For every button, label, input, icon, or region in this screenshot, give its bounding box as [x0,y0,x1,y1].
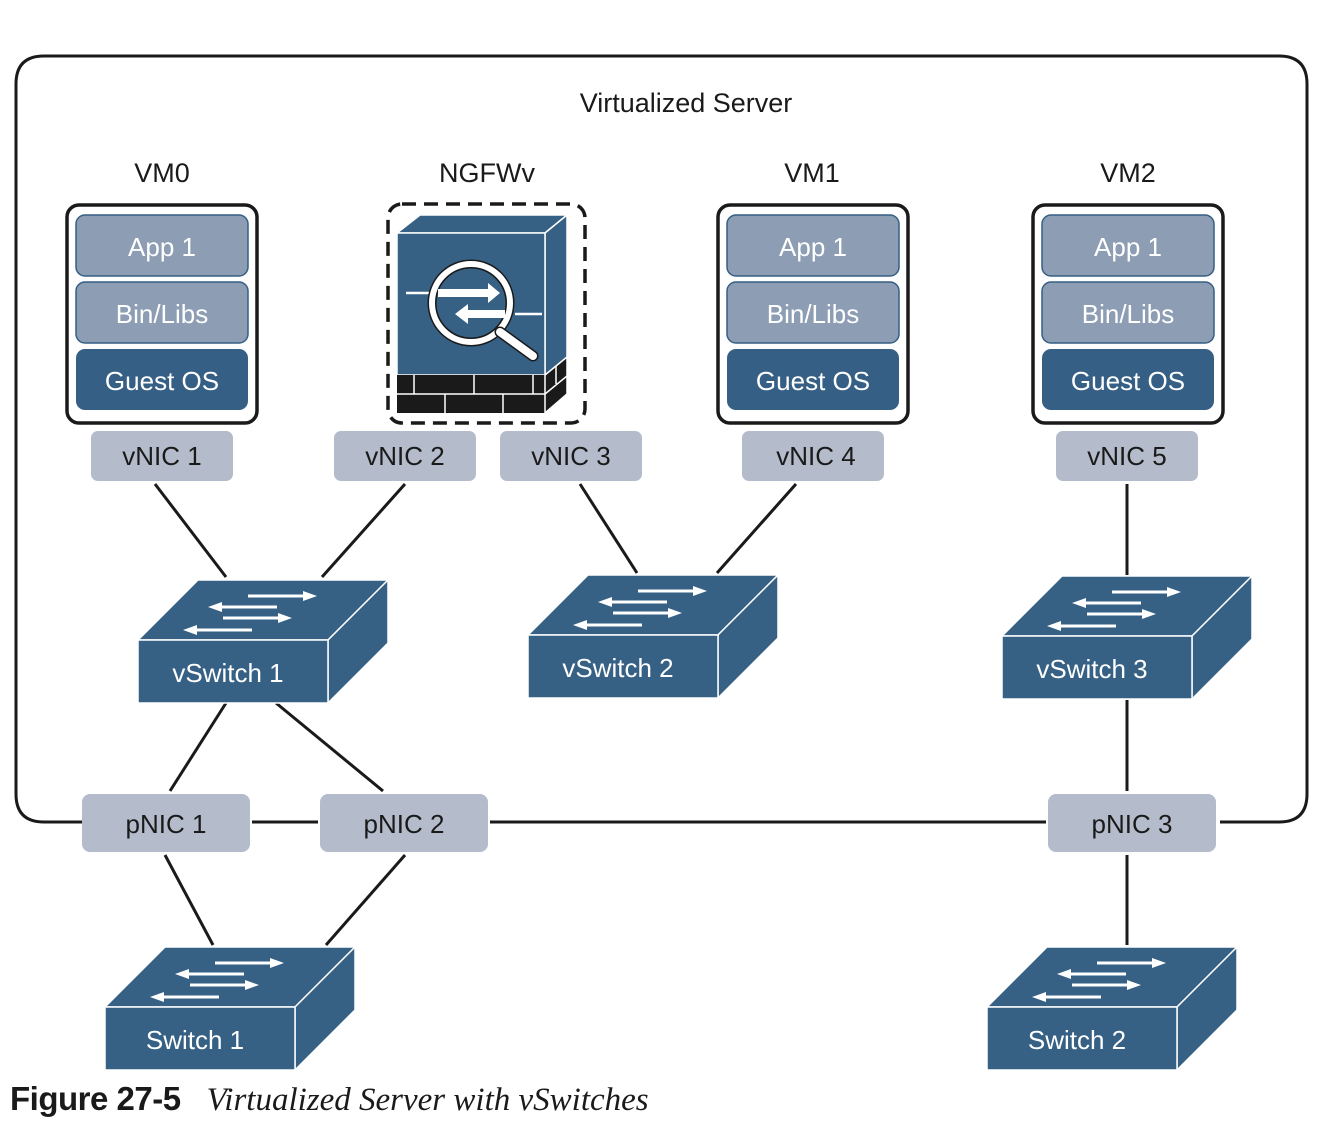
vm-layer-os [1042,349,1214,410]
vnic-label: vNIC 3 [531,441,610,471]
vm-label: VM0 [134,158,190,188]
firewall-label: NGFWv [439,158,535,188]
switch-front-face [527,634,719,699]
switch-front-face [137,639,329,704]
vnic-4[interactable]: vNIC 4 [742,431,884,481]
switch-front-face [104,1006,296,1071]
vnic-label: vNIC 4 [776,441,855,471]
switch-front-face [1001,635,1193,700]
vm-layer-os-label: Guest OS [756,366,870,396]
link-vswitch1-pnic1 [168,702,228,792]
switch-arrows-icon [1032,958,1166,1002]
vm-layer-libs [75,281,249,344]
pnic-label: pNIC 1 [126,809,207,839]
vnic-label: vNIC 5 [1087,441,1166,471]
figure-title: Virtualized Server with vSwitches [206,1082,649,1118]
server-boundary [14,54,1309,824]
switch-label: vSwitch 2 [562,653,673,683]
vm-layer-os-label: Guest OS [105,366,219,396]
switch-label: Switch 1 [146,1025,244,1055]
vnic-label: vNIC 2 [365,441,444,471]
switch-label: vSwitch 3 [1036,654,1147,684]
vm-layer-app [1041,214,1215,277]
switch-front-face [986,1006,1178,1071]
vm-layer-libs [1041,281,1215,344]
vm-layer-os [76,349,248,410]
pnic-3[interactable]: pNIC 3 [1048,794,1216,852]
vm-layer-libs-label: Bin/Libs [767,299,860,329]
pnic-label: pNIC 3 [1092,809,1173,839]
vm-layer-app [75,214,249,277]
pnic-2[interactable]: pNIC 2 [320,794,488,852]
link-pnic1-switch1 [163,854,215,946]
vswitch-1[interactable]: vSwitch 1 [136,578,390,705]
vnic-5[interactable]: vNIC 5 [1056,431,1198,481]
vm-label: VM2 [1100,158,1156,188]
figure-caption: Figure 27-5 Virtualized Server with vSwit… [10,1080,649,1119]
link-vswitch1-pnic2 [275,701,384,793]
firewall-ngfwv[interactable] [386,202,587,425]
switch-arrows-icon [183,591,317,635]
link-pnic2-switch1 [324,854,407,946]
vm-layer-app-label: App 1 [779,232,847,262]
vm-layer-app-label: App 1 [1094,232,1162,262]
vm-layer-os-label: Guest OS [1071,366,1185,396]
switch-label: vSwitch 1 [172,658,283,688]
connection-lines [153,483,1129,946]
pnic-label: pNIC 2 [364,809,445,839]
physical-switch-1[interactable]: Switch 1 [103,945,357,1072]
vm-layer-os [727,349,899,410]
vm-layer-libs-label: Bin/Libs [116,299,209,329]
switch-arrows-icon [573,586,707,630]
pnic-1[interactable]: pNIC 1 [82,794,250,852]
vnic-1[interactable]: vNIC 1 [91,431,233,481]
vnic-label: vNIC 1 [122,441,201,471]
switch-arrows-icon [1047,587,1181,631]
vnic-3[interactable]: vNIC 3 [500,431,642,481]
switch-label: Switch 2 [1028,1025,1126,1055]
link-vnic4-vswitch2 [715,483,798,574]
firewall-inspection-icon [394,213,570,415]
vm-layer-libs [726,281,900,344]
vm-label: VM1 [784,158,840,188]
vm-box-vm0[interactable]: App 1 Bin/Libs Guest OS [65,203,259,425]
vm-layer-app-label: App 1 [128,232,196,262]
vm-layer-app [726,214,900,277]
server-title: Virtualized Server [580,88,793,118]
vnic-2[interactable]: vNIC 2 [334,431,476,481]
vswitch-3[interactable]: vSwitch 3 [1000,574,1254,701]
vswitch-2[interactable]: vSwitch 2 [526,573,780,700]
link-vnic1-vswitch1 [153,483,228,578]
figure-number: Figure 27-5 [10,1080,181,1117]
vm-layer-libs-label: Bin/Libs [1082,299,1175,329]
link-vnic3-vswitch2 [578,483,639,574]
vm-box-vm1[interactable]: App 1 Bin/Libs Guest OS [716,203,910,425]
physical-switch-2[interactable]: Switch 2 [985,945,1239,1072]
vm-box-vm2[interactable]: App 1 Bin/Libs Guest OS [1031,203,1225,425]
link-vnic2-vswitch1 [320,483,407,578]
switch-arrows-icon [150,958,284,1002]
